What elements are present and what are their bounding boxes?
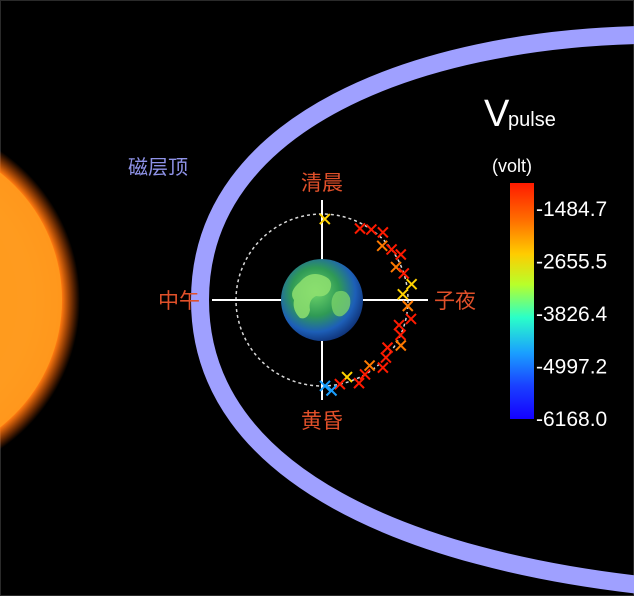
pulse-marker: [381, 341, 394, 354]
pulse-marker: [395, 248, 407, 261]
magnetopause-boundary: [190, 26, 634, 594]
pulse-marker: [319, 213, 331, 225]
earth-continent-2: [331, 290, 351, 317]
pulse-marker: [393, 319, 405, 331]
pulse-marker: [353, 377, 365, 389]
pulse-marker: [354, 222, 366, 235]
pulse-marker: [365, 223, 378, 236]
pulse-marker: [319, 380, 331, 392]
pulse-marker: [325, 384, 338, 397]
colorbar-ticks: -1484.7 -2655.5 -3826.4 -4997.2 -6168.0: [536, 198, 608, 431]
pulse-marker: [395, 339, 407, 352]
pulse-marker: [398, 267, 410, 280]
colorbar-tick-label: -6168.0: [536, 408, 607, 431]
pulse-marker: [359, 368, 371, 381]
pulse-marker: [397, 288, 409, 301]
dusk-label: 黄昏: [301, 409, 343, 433]
pulse-marker: [376, 240, 388, 252]
pulse-marker: [334, 378, 346, 390]
colorbar-symbol: V: [484, 93, 510, 135]
pulse-marker: [390, 261, 402, 273]
earth-continent: [292, 274, 332, 319]
magnetopause-label: 磁层顶: [128, 155, 188, 179]
colorbar-tick-label: -2655.5: [536, 251, 607, 274]
colorbar-subscript: pulse: [508, 109, 556, 131]
sun-core: [0, 172, 62, 428]
pulse-markers: [319, 213, 418, 397]
noon-label: 中午: [158, 289, 200, 313]
midnight-label: 子夜: [434, 289, 476, 313]
colorbar: V pulse (volt) -1484.7 -2655.5 -3826.4 -499…: [484, 93, 608, 431]
colorbar-unit: (volt): [492, 156, 532, 176]
pulse-marker: [363, 359, 376, 372]
colorbar-tick-label: -1484.7: [536, 198, 607, 221]
pulse-marker: [402, 300, 414, 312]
dawn-label: 清晨: [301, 171, 343, 195]
pulse-marker: [377, 226, 389, 239]
earth: [281, 259, 363, 341]
pulse-marker: [385, 243, 398, 256]
pulse-marker: [405, 278, 418, 290]
pulse-marker: [377, 361, 389, 374]
colorbar-gradient: [510, 183, 534, 419]
pulse-marker: [394, 329, 407, 341]
colorbar-tick-label: -4997.2: [536, 356, 607, 379]
pulse-marker: [405, 313, 417, 325]
colorbar-tick-label: -3826.4: [536, 303, 608, 326]
pulse-marker: [380, 351, 392, 364]
